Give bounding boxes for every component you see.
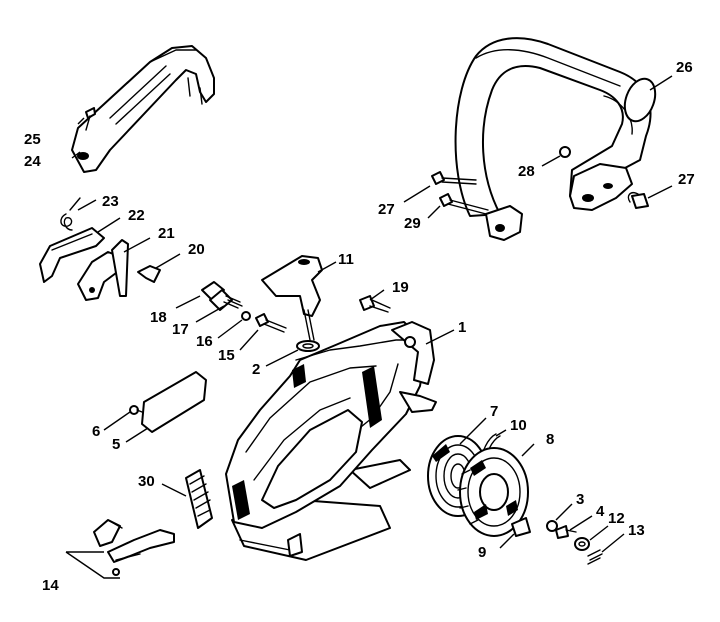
part-28-nut bbox=[559, 146, 571, 158]
callout-18: 18 bbox=[150, 309, 167, 326]
callout-26: 26 bbox=[676, 59, 693, 76]
part-23-spring bbox=[60, 197, 81, 231]
callout-29: 29 bbox=[404, 215, 421, 232]
callout-11: 11 bbox=[338, 251, 354, 268]
part-24-handle-cover bbox=[71, 45, 215, 173]
part-6-screw bbox=[129, 405, 143, 415]
part-4-screw bbox=[555, 525, 577, 539]
part-18-bushing bbox=[201, 281, 233, 311]
callout-1: 1 bbox=[458, 319, 466, 336]
callout-8: 8 bbox=[546, 431, 554, 448]
part-16-washer bbox=[241, 311, 251, 321]
callout-15: 15 bbox=[218, 347, 235, 364]
callout-5: 5 bbox=[112, 436, 120, 453]
callout-30: 30 bbox=[138, 473, 155, 490]
callout-16: 16 bbox=[196, 333, 213, 350]
callout-10: 10 bbox=[510, 417, 527, 434]
part-29-screw bbox=[439, 193, 489, 215]
callout-17: 17 bbox=[172, 321, 189, 338]
callout-14: 14 bbox=[42, 577, 59, 594]
callout-labels: 1 2 3 4 5 6 7 8 9 10 11 12 13 14 15 16 1… bbox=[24, 59, 695, 594]
callout-27-right: 27 bbox=[678, 171, 695, 188]
part-27-screw-right bbox=[627, 192, 649, 209]
part-17-spring bbox=[223, 295, 243, 309]
callout-27-left: 27 bbox=[378, 201, 395, 218]
part-15-screw bbox=[255, 313, 287, 333]
callout-7: 7 bbox=[490, 403, 498, 420]
callout-21: 21 bbox=[158, 225, 175, 242]
part-21-trigger bbox=[77, 239, 129, 301]
part-3-nut bbox=[546, 520, 558, 532]
part-12-washer bbox=[574, 537, 590, 551]
callout-23: 23 bbox=[102, 193, 119, 210]
callout-12: 12 bbox=[608, 510, 625, 527]
part-8-rope-rotor bbox=[457, 447, 529, 537]
callout-2: 2 bbox=[252, 361, 260, 378]
callout-13: 13 bbox=[628, 522, 645, 539]
part-11-starter-grip bbox=[261, 255, 323, 341]
callout-28: 28 bbox=[518, 163, 535, 180]
part-1-fan-housing bbox=[225, 321, 437, 561]
part-9-pawl bbox=[511, 517, 531, 537]
part-2-grommet bbox=[296, 340, 320, 352]
part-13-spring-clip bbox=[587, 549, 603, 565]
part-19-screw bbox=[359, 295, 391, 313]
part-25-screw bbox=[85, 107, 96, 131]
callout-20: 20 bbox=[188, 241, 205, 258]
callout-22: 22 bbox=[128, 207, 145, 224]
part-22-lever bbox=[39, 227, 105, 283]
callout-19: 19 bbox=[392, 279, 409, 296]
part-26-front-handle bbox=[454, 37, 657, 241]
part-20-clip bbox=[137, 265, 161, 283]
part-5-plate bbox=[141, 371, 207, 433]
leader-lines bbox=[71, 75, 673, 553]
callout-24: 24 bbox=[24, 153, 41, 170]
part-14-lever-assembly bbox=[65, 519, 175, 579]
callout-25: 25 bbox=[24, 131, 41, 148]
callout-9: 9 bbox=[478, 544, 486, 561]
callout-6: 6 bbox=[92, 423, 100, 440]
part-30-pad bbox=[185, 469, 213, 529]
part-27-screw-left bbox=[431, 171, 477, 185]
callout-4: 4 bbox=[596, 503, 605, 520]
callout-3: 3 bbox=[576, 491, 584, 508]
